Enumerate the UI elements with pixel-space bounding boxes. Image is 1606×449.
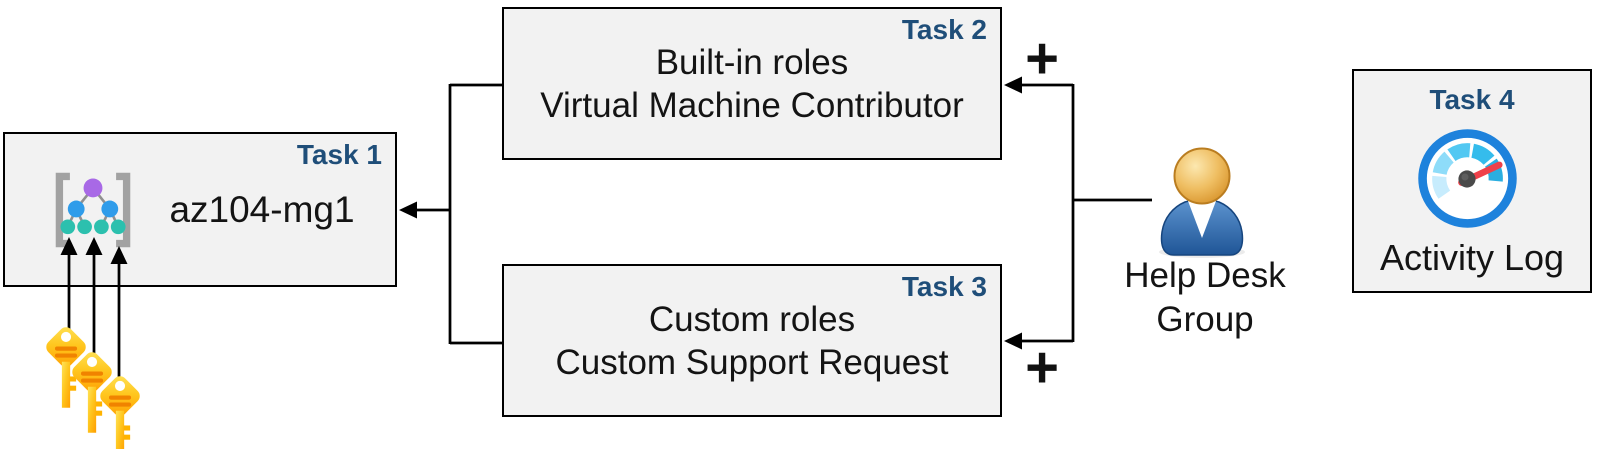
actor-label-line1: Help Desk bbox=[1124, 256, 1286, 295]
task4-box: Task 4 Activity Log bbox=[1352, 69, 1592, 293]
arrow-into-task2 bbox=[1004, 76, 1022, 94]
task1-title: az104-mg1 bbox=[169, 188, 355, 230]
task4-label: Task 4 bbox=[1429, 84, 1515, 115]
task1-box: Task 1 bbox=[3, 132, 397, 287]
key-icon bbox=[69, 349, 115, 433]
arrow-into-task1 bbox=[399, 201, 417, 219]
plus-sign-top: + bbox=[1025, 26, 1059, 91]
task2-label: Task 2 bbox=[901, 14, 987, 45]
task1-content: az104-mg1 bbox=[5, 134, 395, 285]
key-icon bbox=[43, 324, 89, 408]
key-icon bbox=[97, 373, 143, 449]
task1-label: Task 1 bbox=[296, 139, 382, 170]
task2-box: Task 2 Built-in roles Virtual Machine Co… bbox=[502, 7, 1002, 160]
task2-line2: Virtual Machine Contributor bbox=[540, 85, 964, 125]
activity-log-gauge-icon bbox=[1418, 129, 1517, 228]
task4-caption: Activity Log bbox=[1379, 237, 1565, 278]
arrow-into-task3 bbox=[1004, 332, 1022, 350]
task3-text: Custom roles Custom Support Request bbox=[504, 266, 1000, 415]
actor-label-line2: Group bbox=[1156, 300, 1254, 339]
left-bracket-connector bbox=[415, 83, 503, 345]
management-group-icon bbox=[55, 172, 131, 247]
task3-box: Task 3 Custom roles Custom Support Reque… bbox=[502, 264, 1002, 417]
plus-sign-bottom: + bbox=[1025, 335, 1059, 400]
actor-label: Help Desk Group bbox=[1100, 254, 1310, 342]
task3-line2: Custom Support Request bbox=[555, 342, 949, 382]
task2-text: Built-in roles Virtual Machine Contribut… bbox=[504, 9, 1000, 158]
person-icon bbox=[1159, 147, 1245, 258]
task3-line1: Custom roles bbox=[648, 299, 856, 339]
task2-line1: Built-in roles bbox=[655, 42, 849, 82]
task3-label: Task 3 bbox=[901, 271, 987, 302]
